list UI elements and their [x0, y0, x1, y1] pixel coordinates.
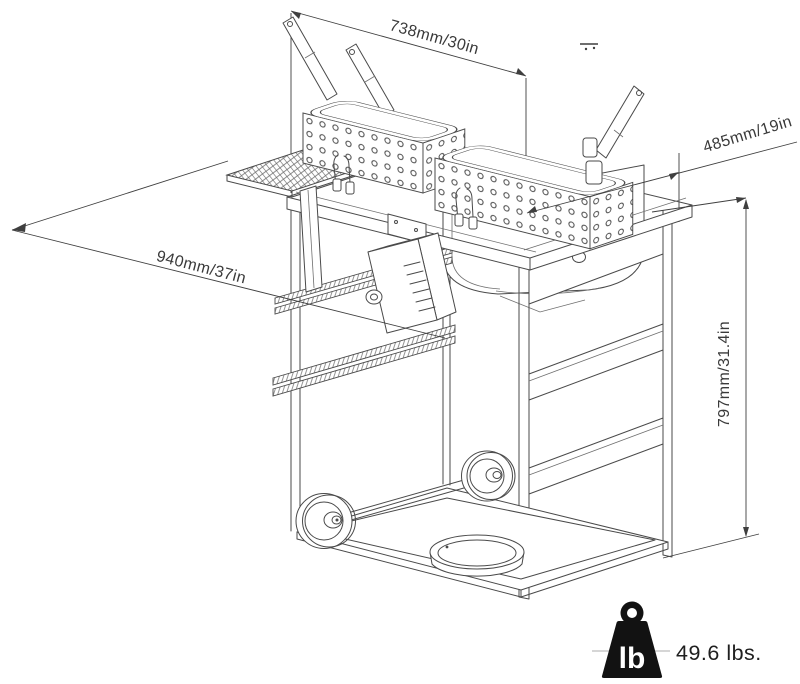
drip-bowl	[429, 534, 525, 577]
weight-value: 49.6 lbs.	[676, 641, 762, 665]
basket-handle-middle	[345, 43, 395, 117]
wheel-rear	[461, 450, 516, 502]
control-knob	[365, 289, 383, 305]
weight-icon: lb	[601, 601, 663, 678]
fryer-basket-right	[434, 137, 634, 250]
dimension-label-height: 797mm/31.4in	[716, 321, 733, 427]
basket-handle-left	[282, 16, 338, 101]
vent-slots	[403, 261, 436, 312]
dimension-label-total-width: 940mm/37in	[154, 248, 247, 288]
dimension-top-width: 738mm/30in	[290, 10, 527, 77]
weight-icon-label: lb	[619, 642, 646, 675]
handle-clip-lower	[585, 160, 603, 185]
right-side-panel	[528, 215, 664, 495]
dimension-label-depth: 485mm/19in	[701, 113, 794, 156]
basket-hooks-right	[454, 187, 478, 230]
fryer-basket-left	[302, 101, 466, 195]
side-rail-lower	[528, 417, 664, 495]
stray-mark	[580, 43, 598, 51]
wheel-front	[295, 493, 356, 549]
bottom-shelf	[296, 487, 669, 598]
handle-clip-upper	[582, 137, 598, 158]
shelf-bracket	[299, 185, 323, 293]
control-valve-box	[365, 213, 457, 334]
side-rail-upper	[528, 323, 664, 401]
dimension-label-top-width: 738mm/30in	[388, 17, 481, 58]
weight-badge: lb 49.6 lbs.	[592, 601, 762, 678]
basket-handle-right	[595, 85, 645, 159]
dimension-height: 797mm/31.4in	[716, 199, 749, 537]
basket-hooks-left	[332, 154, 355, 195]
